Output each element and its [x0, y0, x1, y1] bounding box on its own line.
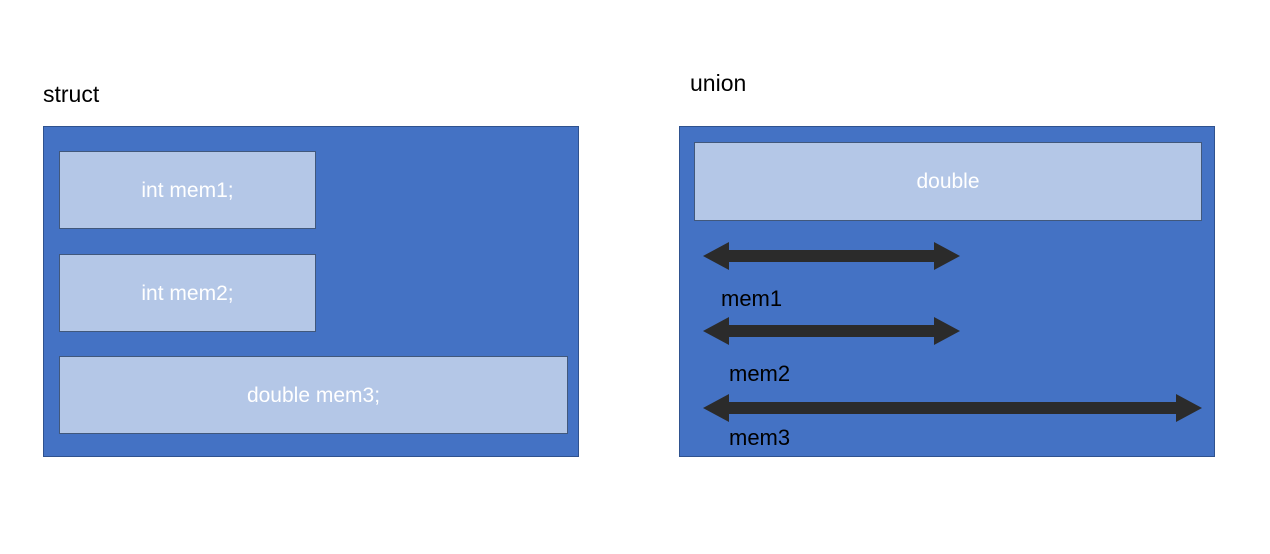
struct-member-label-mem3: double mem3; — [246, 383, 381, 407]
double-arrow-icon-mem1 — [703, 240, 960, 272]
double-arrow-icon-mem2 — [703, 315, 960, 347]
double-arrow-icon — [703, 317, 960, 345]
struct-section-title: struct — [43, 81, 100, 107]
union-overlay-caption-mem3: mem3 — [729, 425, 791, 450]
struct-member-box-mem1: int mem1; — [59, 151, 316, 229]
union-storage-box-double: double — [694, 142, 1202, 221]
union-section-title: union — [690, 70, 747, 96]
struct-member-box-mem2: int mem2; — [59, 254, 316, 332]
union-overlay-caption-mem1: mem1 — [721, 286, 783, 311]
struct-member-box-mem3: double mem3; — [59, 356, 568, 434]
union-container: double mem1 mem2 mem3 — [679, 126, 1215, 457]
struct-container: int mem1; int mem2; double mem3; — [43, 126, 579, 457]
struct-member-label-mem1: int mem1; — [141, 178, 234, 202]
union-storage-label-double: double — [916, 170, 980, 193]
struct-member-label-mem2: int mem2; — [141, 281, 234, 305]
double-arrow-icon — [703, 242, 960, 270]
double-arrow-icon — [703, 394, 1202, 422]
union-overlay-caption-mem2: mem2 — [729, 361, 791, 386]
double-arrow-icon-mem3 — [703, 392, 1202, 424]
